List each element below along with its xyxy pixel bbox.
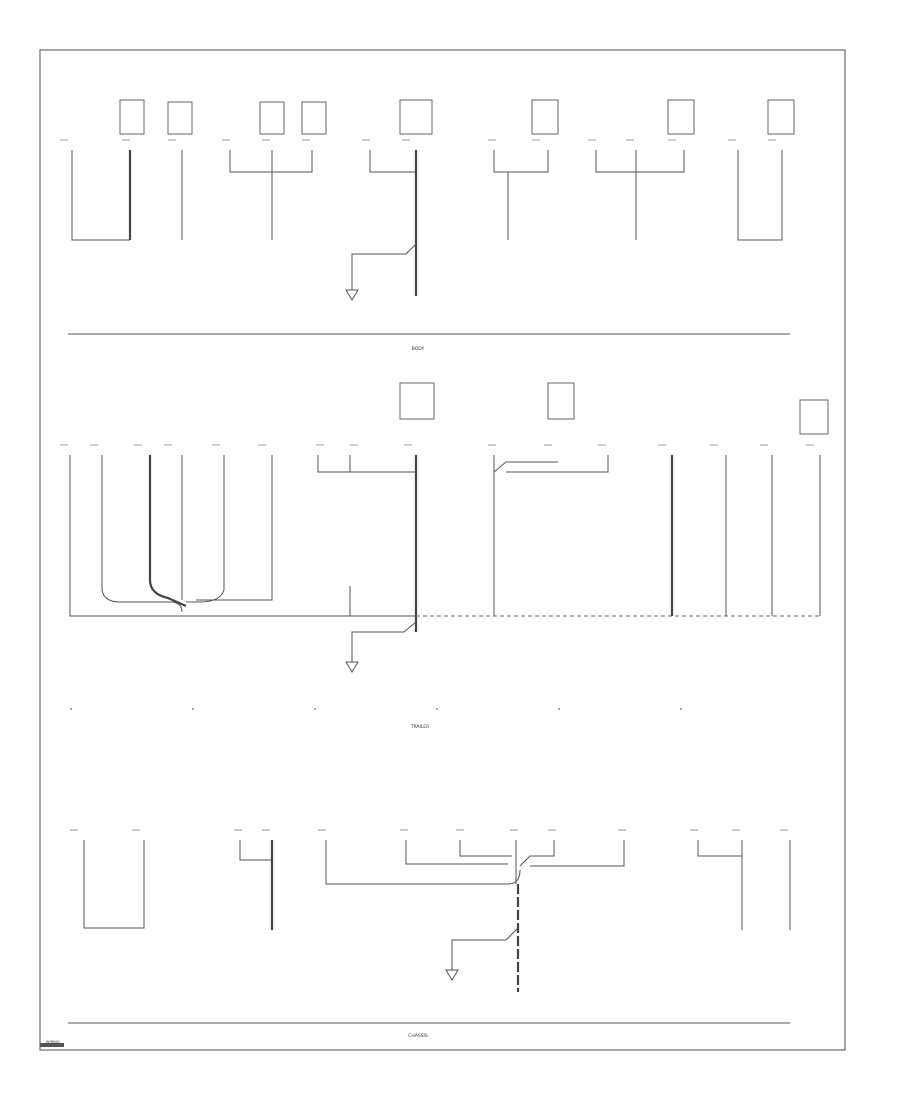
bottom-section-wires	[83, 840, 791, 992]
diagram-frame	[39, 49, 846, 1051]
top-section-components	[60, 99, 795, 141]
section-label-middle: TRAILER	[410, 724, 430, 730]
section-label-top: BODY	[412, 346, 425, 352]
page-ref-mark	[40, 1043, 64, 1047]
page-ref-label: WIRING	[46, 1040, 60, 1044]
section-label-bottom: CHASSIS	[408, 1033, 428, 1039]
top-section-wires	[71, 150, 783, 301]
middle-section-components	[60, 382, 829, 446]
middle-section-wires	[69, 455, 821, 673]
